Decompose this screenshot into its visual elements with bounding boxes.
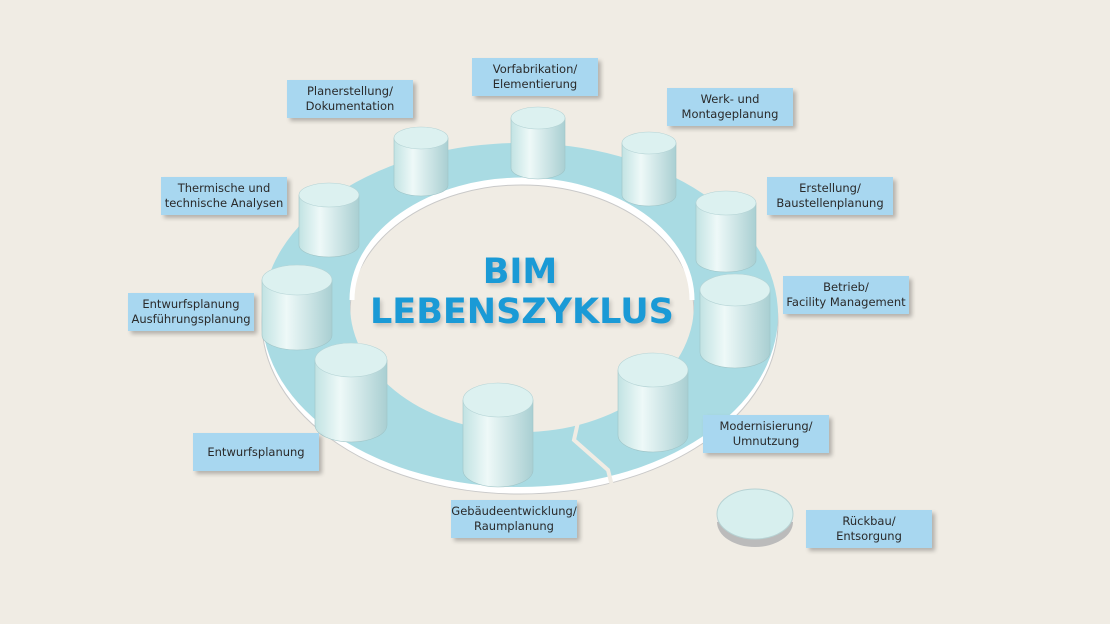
title-line-2: LEBENSZYKLUS [370, 292, 674, 332]
title-line-1: BIM [482, 252, 558, 292]
label-line: Entsorgung [836, 529, 902, 543]
phase-cylinder [617, 352, 689, 453]
phase-cylinder [510, 106, 566, 180]
phase-cylinder [261, 264, 333, 351]
label-line: Entwurfsplanung [142, 297, 240, 311]
label-line: Werk- und [700, 92, 760, 106]
phase-cylinder [462, 382, 534, 488]
label-line: Planerstellung/ [306, 84, 393, 98]
label-betrieb: Betrieb/Facility Management [783, 276, 909, 314]
label-line: technische Analysen [164, 196, 284, 210]
label-entwurfsplanung: Entwurfsplanung [193, 433, 319, 471]
label-line: Baustellenplanung [776, 196, 884, 210]
phase-cylinder [298, 182, 360, 258]
phase-cylinder [695, 190, 757, 273]
phase-cylinder [314, 342, 388, 443]
phase-cylinder [699, 273, 771, 369]
phase-cylinder [393, 126, 449, 197]
label-line: Entwurfsplanung [207, 444, 305, 459]
removed-disc [716, 488, 794, 547]
ring-gap [571, 394, 614, 487]
label-line: Dokumentation [305, 99, 395, 113]
label-line: Elementierung [492, 77, 578, 91]
label-line: Ausführungsplanung [131, 312, 251, 326]
label-line: Gebäudeentwicklung/ [451, 504, 577, 518]
label-line: Betrieb/ [823, 280, 869, 294]
label-line: Facility Management [786, 295, 906, 309]
label-modernisierung: Modernisierung/Umnutzung [703, 415, 829, 453]
label-rueckbau: Rückbau/Entsorgung [806, 510, 932, 548]
diagram-title: BIM LEBENSZYKLUS [370, 252, 674, 332]
label-erstellung: Erstellung/Baustellenplanung [767, 177, 893, 215]
label-vorfabrikation: Vorfabrikation/Elementierung [472, 58, 598, 96]
label-line: Raumplanung [474, 519, 554, 533]
label-line: Modernisierung/ [719, 419, 813, 433]
label-line: Umnutzung [732, 434, 800, 448]
label-planerstellung: Planerstellung/Dokumentation [287, 80, 413, 118]
phase-cylinder [621, 131, 677, 207]
label-gebaeudeentwicklung: Gebäudeentwicklung/Raumplanung [451, 500, 577, 538]
label-line: Rückbau/ [842, 514, 896, 528]
label-line: Thermische und [177, 181, 271, 195]
label-line: Vorfabrikation/ [492, 62, 578, 76]
label-line: Montageplanung [681, 107, 779, 121]
label-line: Erstellung/ [799, 181, 861, 195]
